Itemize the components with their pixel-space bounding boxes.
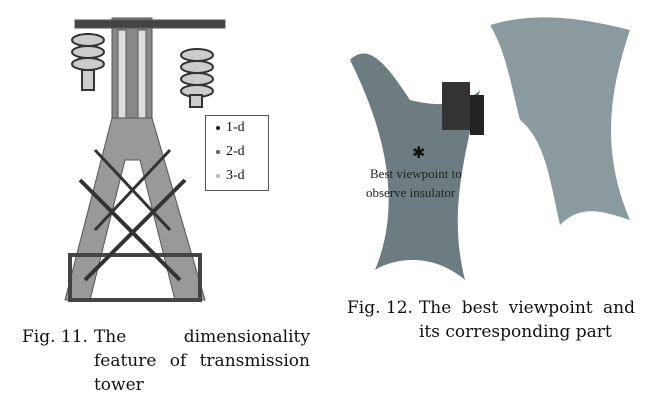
viewpoint-annotation: Best viewpoint to observe insulator [366, 164, 462, 202]
legend-item-2d: 2-d [206, 140, 268, 164]
viewpoint-star-icon: ✱ [412, 143, 425, 162]
legend-label: 2-d [226, 144, 245, 159]
legend: 1-d 2-d 3-d [205, 115, 269, 191]
legend-item-3d: 3-d [206, 164, 268, 188]
legend-item-1d: 1-d [206, 116, 268, 140]
annotation-line: Best viewpoint to [370, 166, 462, 181]
legend-marker [216, 174, 220, 178]
legend-marker [216, 150, 220, 154]
transmission-tower-figure [64, 17, 226, 302]
fig11-caption: Fig. 11. The dimensionality feature of t… [22, 325, 310, 397]
fig12-caption: Fig. 12. The best viewpoint and its corr… [347, 296, 635, 344]
viewpoint-surface-figure: ✱ [350, 17, 630, 280]
legend-label: 3-d [226, 168, 245, 183]
caption-text: The dimensionality feature of transmissi… [93, 327, 310, 395]
legend-marker [216, 126, 220, 130]
annotation-line: observe insulator [366, 185, 456, 200]
figure-label: Fig. 11. [22, 327, 88, 347]
figure-label: Fig. 12. [347, 298, 413, 318]
caption-text: The best viewpoint and its corresponding… [418, 298, 635, 342]
legend-label: 1-d [226, 120, 245, 135]
